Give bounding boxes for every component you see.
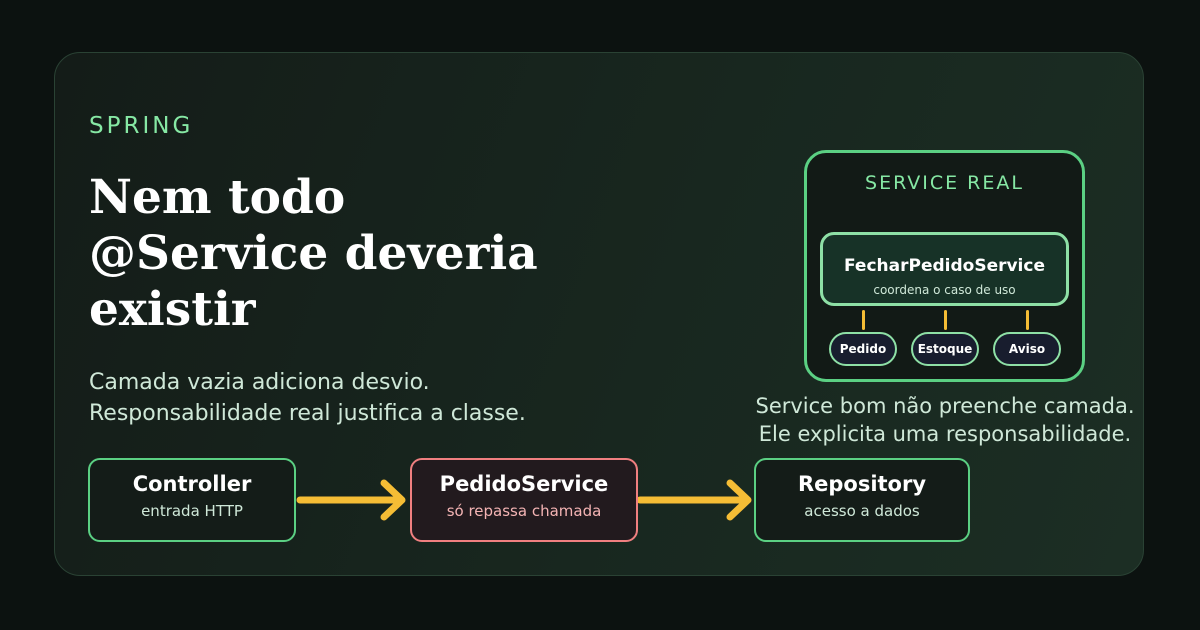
node-repository-title: Repository: [797, 472, 927, 496]
node-repository: Repository acesso a dados: [754, 458, 970, 542]
fechar-pedido-service-subtitle: coordena o caso de uso: [873, 283, 1016, 297]
title-line-3: existir: [89, 282, 256, 337]
title-line-1: Nem todo: [89, 170, 346, 225]
node-controller-subtitle: entrada HTTP: [141, 502, 243, 520]
connector-estoque: [944, 310, 947, 330]
connector-aviso: [1026, 310, 1029, 330]
node-repository-subtitle: acesso a dados: [804, 502, 920, 520]
subtitle-line-1: Camada vazia adiciona desvio.: [89, 370, 430, 395]
fechar-pedido-service-node: FecharPedidoService coordena o caso de u…: [820, 232, 1069, 306]
subtitle: Camada vazia adiciona desvio. Responsabi…: [89, 367, 526, 429]
service-caption: Service bom não preenche camada. Ele exp…: [740, 392, 1150, 448]
node-pedido-service-subtitle: só repassa chamada: [446, 502, 602, 520]
service-real-label: SERVICE REAL: [865, 172, 1024, 194]
node-controller: Controller entrada HTTP: [88, 458, 296, 542]
connector-pedido: [862, 310, 865, 330]
caption-line-1: Service bom não preenche camada.: [755, 394, 1135, 418]
dependency-estoque: Estoque: [911, 332, 979, 366]
dependency-pedido: Pedido: [829, 332, 897, 366]
caption-line-2: Ele explicita uma responsabilidade.: [758, 422, 1132, 446]
subtitle-line-2: Responsabilidade real justifica a classe…: [89, 401, 526, 426]
dependency-aviso: Aviso: [993, 332, 1061, 366]
node-pedido-service-title: PedidoService: [439, 472, 609, 496]
fechar-pedido-service-title: FecharPedidoService: [844, 256, 1045, 276]
page-title: Nem todo @Service deveria existir: [89, 170, 649, 338]
eyebrow-label: SPRING: [89, 113, 194, 139]
title-line-2: @Service deveria: [89, 226, 538, 281]
node-pedido-service: PedidoService só repassa chamada: [410, 458, 638, 542]
node-controller-title: Controller: [132, 472, 252, 496]
